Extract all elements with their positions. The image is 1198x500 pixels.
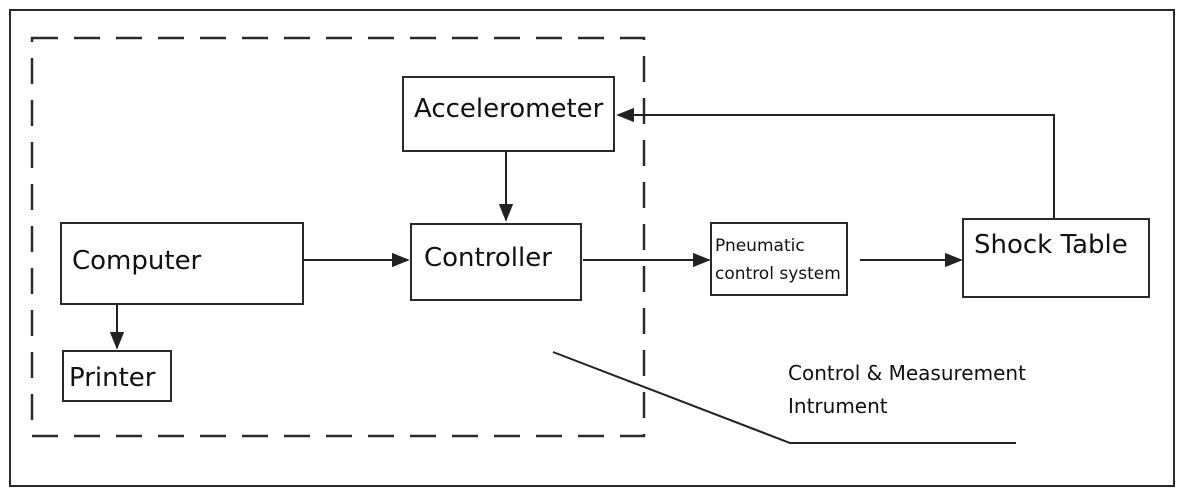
computer-label: Computer: [72, 246, 202, 276]
controller-block: Controller: [410, 223, 582, 301]
printer-label: Printer: [69, 363, 156, 393]
accelerometer-block: Accelerometer: [402, 76, 615, 152]
printer-block: Printer: [62, 350, 172, 402]
controller-label: Controller: [424, 243, 552, 273]
pneumatic-label-line1: Pneumatic: [715, 236, 805, 256]
feedback-shock-table-to-accelerometer: [616, 107, 1055, 218]
accelerometer-label: Accelerometer: [414, 94, 604, 124]
annotation-line1: Control & Measurement: [788, 361, 1026, 385]
outer-frame: [9, 9, 1175, 487]
instrument-boundary-dashed: [30, 36, 646, 438]
annotation-line2: Intrument: [788, 394, 888, 418]
computer-block: Computer: [60, 222, 304, 305]
shock-table-label: Shock Table: [974, 230, 1128, 260]
pneumatic-control-system-block: Pneumatic control system: [710, 222, 848, 296]
annotation-leader-line: [552, 351, 1016, 444]
pneumatic-label-line2: control system: [715, 264, 841, 284]
shock-table-block: Shock Table: [962, 218, 1150, 298]
